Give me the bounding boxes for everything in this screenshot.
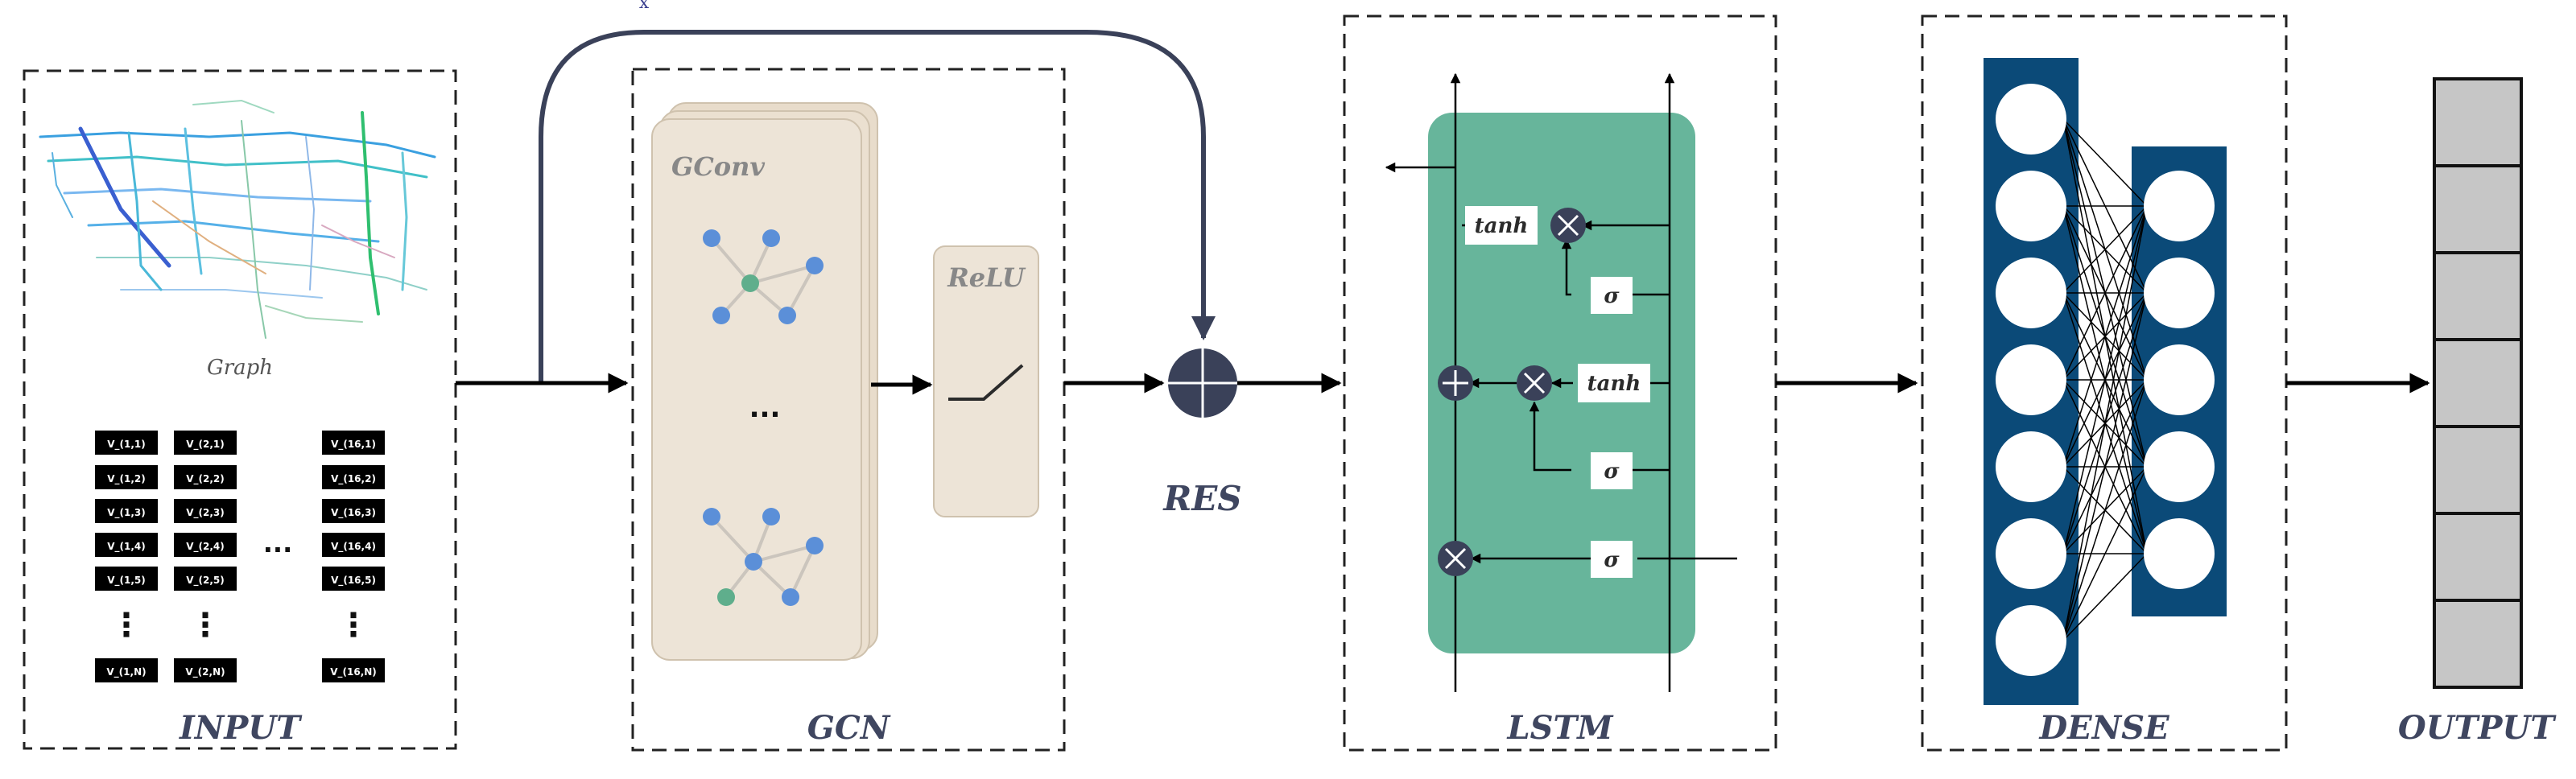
sigma-gate-1 [1591,277,1633,314]
column-ellipsis: ⋮ [189,607,221,644]
dense-connection [2062,205,2148,294]
tanh-gate-top [1465,206,1538,245]
output-vector [2433,77,2523,689]
dense-connection [2062,205,2148,554]
sigma-gate-3-label: σ [1604,548,1620,572]
matrix-cell: V_(16,5) [331,575,376,587]
dense-neuron [1996,84,2066,155]
tanh-gate-mid [1578,364,1650,402]
add-operator [1438,365,1473,401]
lstm-gates: tanh σ tanh σ σ [1465,206,1650,578]
multiply-operator-top [1550,208,1586,243]
row-ellipsis: ... [263,528,292,558]
input-box [23,69,457,750]
output-cell [2433,512,2523,602]
output-cell [2433,251,2523,341]
res-title: RES [1162,479,1241,518]
matrix-cell: V_(2,3) [186,507,225,519]
relu-block [933,245,1039,517]
dense-neuron [1996,605,2066,676]
dense-neuron [1996,171,2066,241]
dense-connections [2062,118,2148,641]
dense-neuron [1996,431,2066,502]
skip-x-label: x [639,0,650,13]
dense-layer-1-neurons [1996,84,2066,676]
gconv-graph-top [703,229,824,324]
matrix-column-16: V_(16,1) V_(16,2) V_(16,3) V_(16,4) V_(1… [322,431,385,682]
gconv-graph-bottom [703,508,824,606]
dense-connection [2062,205,2148,381]
relu-curve-icon [948,364,1024,401]
lstm-title: LSTM [1506,709,1614,747]
input-title: INPUT [179,709,303,747]
matrix-cell: V_(16,N) [330,666,377,678]
dense-connection [2062,466,2148,641]
dense-connection [2062,292,2148,641]
output-title: OUTPUT [2398,709,2557,747]
matrix-cell: V_(1,2) [107,473,146,485]
matrix-cell: V_(16,2) [331,473,376,485]
dense-neuron [2144,258,2215,328]
sigma-gate-3 [1591,541,1633,578]
dense-neuron [2144,431,2215,502]
input-feature-matrix: V_(1,1) V_(1,2) V_(1,3) V_(1,4) V_(1,5) … [95,431,385,682]
dense-connection [2062,379,2148,641]
multiply-operator-bottom [1438,541,1473,576]
sigma-gate-2-label: σ [1604,460,1620,484]
dense-neuron [2144,344,2215,415]
residual-skip-arrow [539,30,1216,382]
matrix-cell: V_(16,3) [331,507,376,519]
gcn-box [631,68,1066,752]
output-cell [2433,77,2523,167]
dense-connection [2062,205,2148,468]
matrix-column-2: V_(2,1) V_(2,2) V_(2,3) V_(2,4) V_(2,5) … [174,431,237,682]
matrix-cell: V_(16,4) [331,541,376,553]
multiply-operator-mid [1517,365,1552,401]
dense-connection [2062,553,2148,641]
dense-neuron [2144,518,2215,589]
matrix-cell: V_(16,1) [331,439,376,451]
residual-add-operator [1168,348,1237,418]
matrix-cell: V_(1,4) [107,541,146,553]
output-cell [2433,425,2523,515]
dense-neuron [1996,344,2066,415]
dense-title: DENSE [2038,709,2169,747]
sigma-gate-2 [1591,452,1633,489]
matrix-cell: V_(2,1) [186,439,225,451]
dense-neuron [2144,171,2215,241]
tanh-gate-mid-label: tanh [1587,372,1641,396]
output-cell [2433,599,2523,689]
matrix-column-1: V_(1,1) V_(1,2) V_(1,3) V_(1,4) V_(1,5) … [95,431,158,682]
relu-label: ReLU [947,262,1026,293]
matrix-cell: V_(2,N) [185,666,225,678]
output-cell [2433,164,2523,254]
gconv-layer [651,118,862,661]
dense-layer-2-neurons [2144,171,2215,589]
dense-connection [2062,205,2148,641]
dense-neuron [1996,518,2066,589]
matrix-cell: V_(2,5) [186,575,225,587]
matrix-cell: V_(1,1) [107,439,146,451]
graph-label: Graph [207,356,273,380]
matrix-cell: V_(1,5) [107,575,146,587]
matrix-cell: V_(2,4) [186,541,225,553]
column-ellipsis: ⋮ [337,607,369,644]
road-network-graph [39,99,436,339]
column-ellipsis: ⋮ [110,607,142,644]
matrix-cell: V_(2,2) [186,473,225,485]
tanh-gate-top-label: tanh [1475,214,1529,238]
sigma-gate-1-label: σ [1604,284,1620,308]
lstm-ops [1438,208,1586,576]
dense-connection [2062,118,2148,207]
gconv-label: GConv [671,151,765,182]
gcn-title: GCN [807,709,891,747]
matrix-cell: V_(1,N) [106,666,146,678]
dense-neuron [1996,258,2066,328]
output-cell [2433,338,2523,428]
gconv-ellipsis: ... [749,392,781,424]
matrix-cell: V_(1,3) [107,507,146,519]
